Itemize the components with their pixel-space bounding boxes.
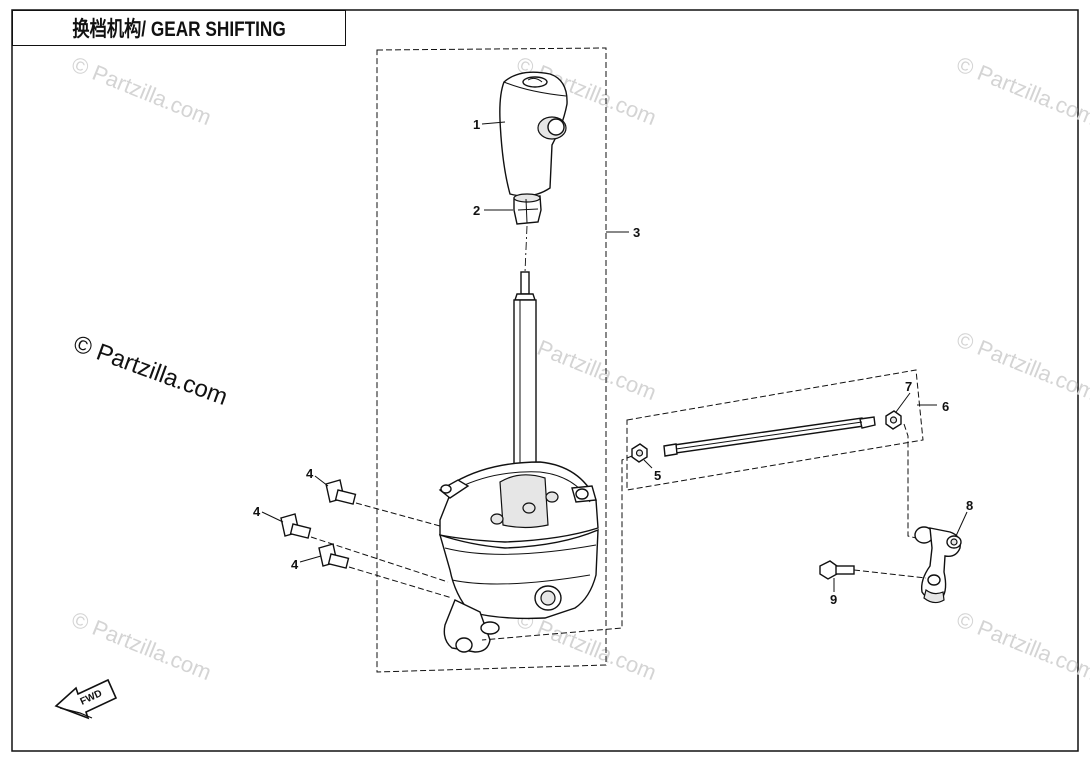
knob-nut — [513, 193, 542, 225]
shift-lever-shaft — [513, 271, 537, 473]
callout-label: 8 — [966, 498, 973, 513]
callout-label: 9 — [830, 592, 837, 607]
bolt-guide-line — [348, 566, 453, 599]
arm-bolt-guide-line — [853, 569, 927, 579]
callout-label: 4 — [253, 504, 261, 519]
watermark: © Partzilla.com — [68, 606, 215, 685]
callout-label: 6 — [942, 399, 949, 414]
callout-label: 4 — [291, 557, 299, 572]
callout-label: 4 — [306, 466, 314, 481]
diagram-title: 换档机构/ GEAR SHIFTING — [72, 18, 286, 41]
leader-lines — [261, 121, 968, 592]
assembly-6-boundary — [626, 369, 924, 491]
fwd-arrow-icon: FWD — [54, 678, 118, 720]
bolt-lower — [318, 543, 350, 569]
bolt-guide-line — [310, 536, 449, 583]
rod-nut-left — [631, 443, 648, 463]
bolt-guide-line — [355, 502, 441, 527]
bolt-upper — [325, 479, 357, 505]
watermark: © Partzilla.com — [953, 51, 1090, 130]
assembly-3-boundary — [376, 47, 607, 673]
rod-nut-right — [885, 410, 902, 430]
callout-label: 5 — [654, 468, 661, 483]
callout-label: 7 — [905, 379, 912, 394]
shift-rod — [663, 416, 876, 457]
rod-link-line — [481, 455, 633, 641]
watermark: © Partzilla.com — [953, 606, 1090, 685]
diagram-title-box: 换档机构/ GEAR SHIFTING — [12, 10, 346, 46]
callout-label: 3 — [633, 225, 640, 240]
watermark: © Partzilla.com — [953, 326, 1090, 405]
watermark-prominent: © Partzilla.com — [70, 330, 231, 411]
arm-bolt — [819, 560, 855, 580]
callout-label: 2 — [473, 203, 480, 218]
callout-label: 1 — [473, 117, 480, 132]
bolt-middle — [280, 513, 312, 539]
shaft-axis-line — [524, 225, 528, 273]
shifter-housing — [438, 461, 599, 653]
watermark: © Partzilla.com — [68, 51, 215, 130]
diagram-frame — [11, 9, 1079, 752]
shift-knob — [499, 71, 568, 197]
shift-arm — [914, 526, 962, 604]
